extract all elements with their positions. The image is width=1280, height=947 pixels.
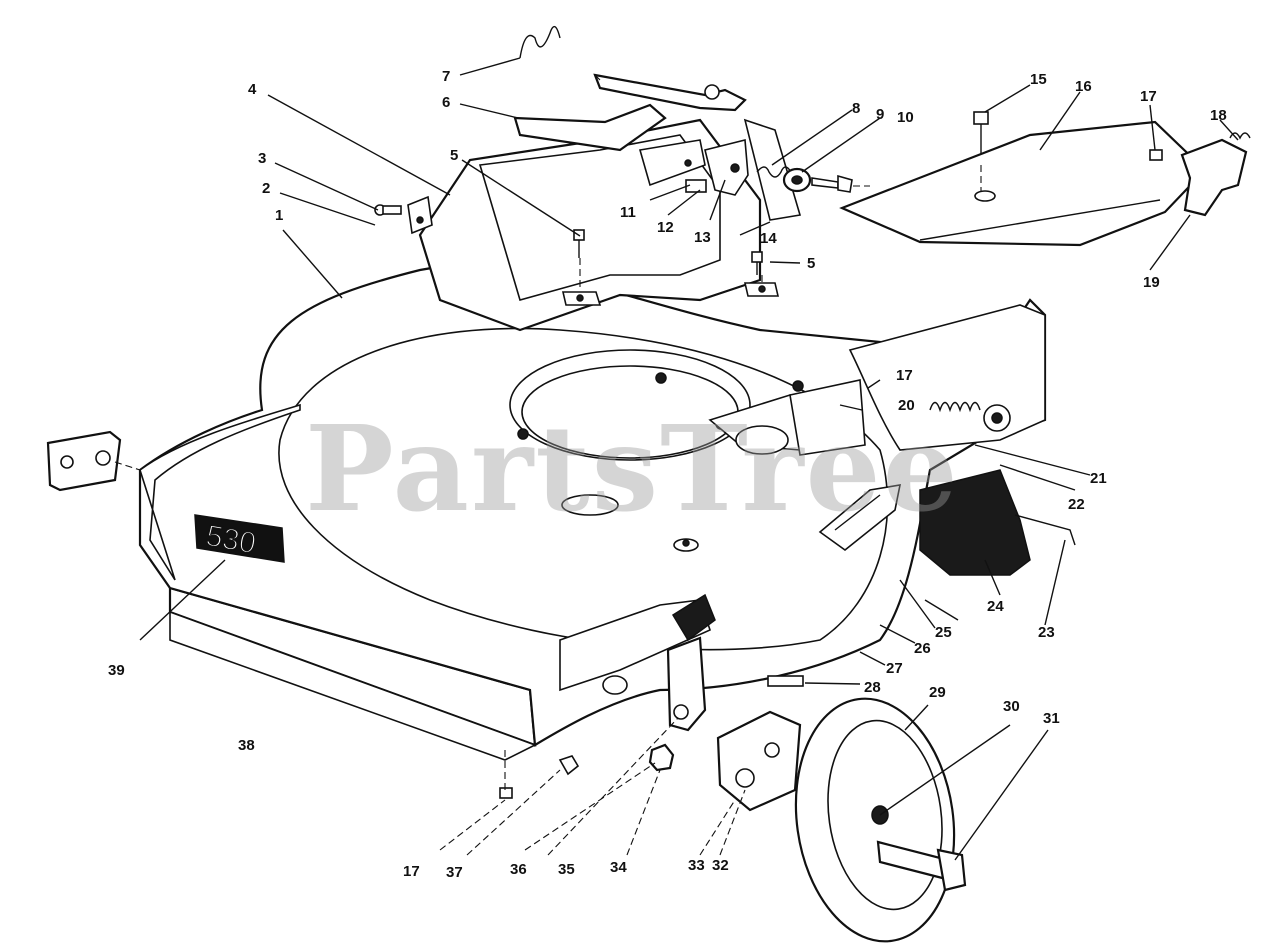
label-12: 12	[657, 219, 674, 236]
hinge-bracket	[1149, 132, 1251, 217]
rear-flap	[839, 111, 1207, 247]
label-5a: 5	[450, 147, 458, 164]
label-8: 8	[852, 100, 860, 117]
label-5b: 5	[807, 255, 815, 272]
label-16: 16	[1075, 78, 1092, 95]
wheel	[794, 697, 967, 943]
label-34: 34	[610, 859, 627, 876]
label-14: 14	[760, 230, 777, 247]
label-32: 32	[712, 857, 729, 874]
label-33: 33	[688, 857, 705, 874]
label-30: 30	[1003, 698, 1020, 715]
spring-washer-bolt	[756, 166, 853, 193]
label-4: 4	[248, 81, 257, 98]
label-25: 25	[935, 624, 952, 641]
label-6: 6	[442, 94, 450, 111]
label-37: 37	[446, 864, 463, 881]
height-adjust-lever	[499, 593, 804, 812]
callout-labels: 1 2 3 4 5 5 6 7 8 9 10 11 12 13 14 15 16…	[108, 68, 1227, 881]
label-13: 13	[694, 229, 711, 246]
chute-bracket	[708, 379, 866, 456]
label-24: 24	[987, 598, 1004, 615]
label-9: 9	[876, 106, 884, 123]
deck-decal: 530	[194, 514, 285, 563]
label-20: 20	[898, 397, 915, 414]
dashed-leader-lines	[114, 74, 982, 856]
label-26: 26	[914, 640, 931, 657]
label-22: 22	[1068, 496, 1085, 513]
label-38: 38	[238, 737, 255, 754]
label-18: 18	[1210, 107, 1227, 124]
label-28: 28	[864, 679, 881, 696]
label-11: 11	[620, 204, 636, 221]
watermark: PartsTree	[305, 399, 960, 538]
label-17a: 17	[1140, 88, 1157, 105]
label-23: 23	[1038, 624, 1055, 641]
small-bracket	[374, 195, 433, 235]
label-15: 15	[1030, 71, 1047, 88]
mower-deck: 530	[138, 264, 1047, 747]
leader-lines	[139, 57, 1239, 861]
label-31: 31	[1043, 710, 1060, 727]
label-36: 36	[510, 861, 527, 878]
label-1: 1	[275, 207, 283, 224]
label-39: 39	[108, 662, 125, 679]
label-29: 29	[929, 684, 946, 701]
front-left-bracket	[46, 430, 122, 492]
label-2: 2	[262, 180, 270, 197]
label-10: 10	[897, 109, 914, 126]
label-35: 35	[558, 861, 575, 878]
label-19: 19	[1143, 274, 1160, 291]
label-3: 3	[258, 150, 266, 167]
rear-door	[919, 469, 1076, 576]
label-7: 7	[442, 68, 450, 85]
label-17b: 17	[896, 367, 913, 384]
label-27: 27	[886, 660, 903, 677]
rear-handle-assembly	[418, 73, 802, 332]
label-21: 21	[1090, 470, 1107, 487]
label-17c: 17	[403, 863, 420, 880]
spring	[519, 25, 561, 59]
